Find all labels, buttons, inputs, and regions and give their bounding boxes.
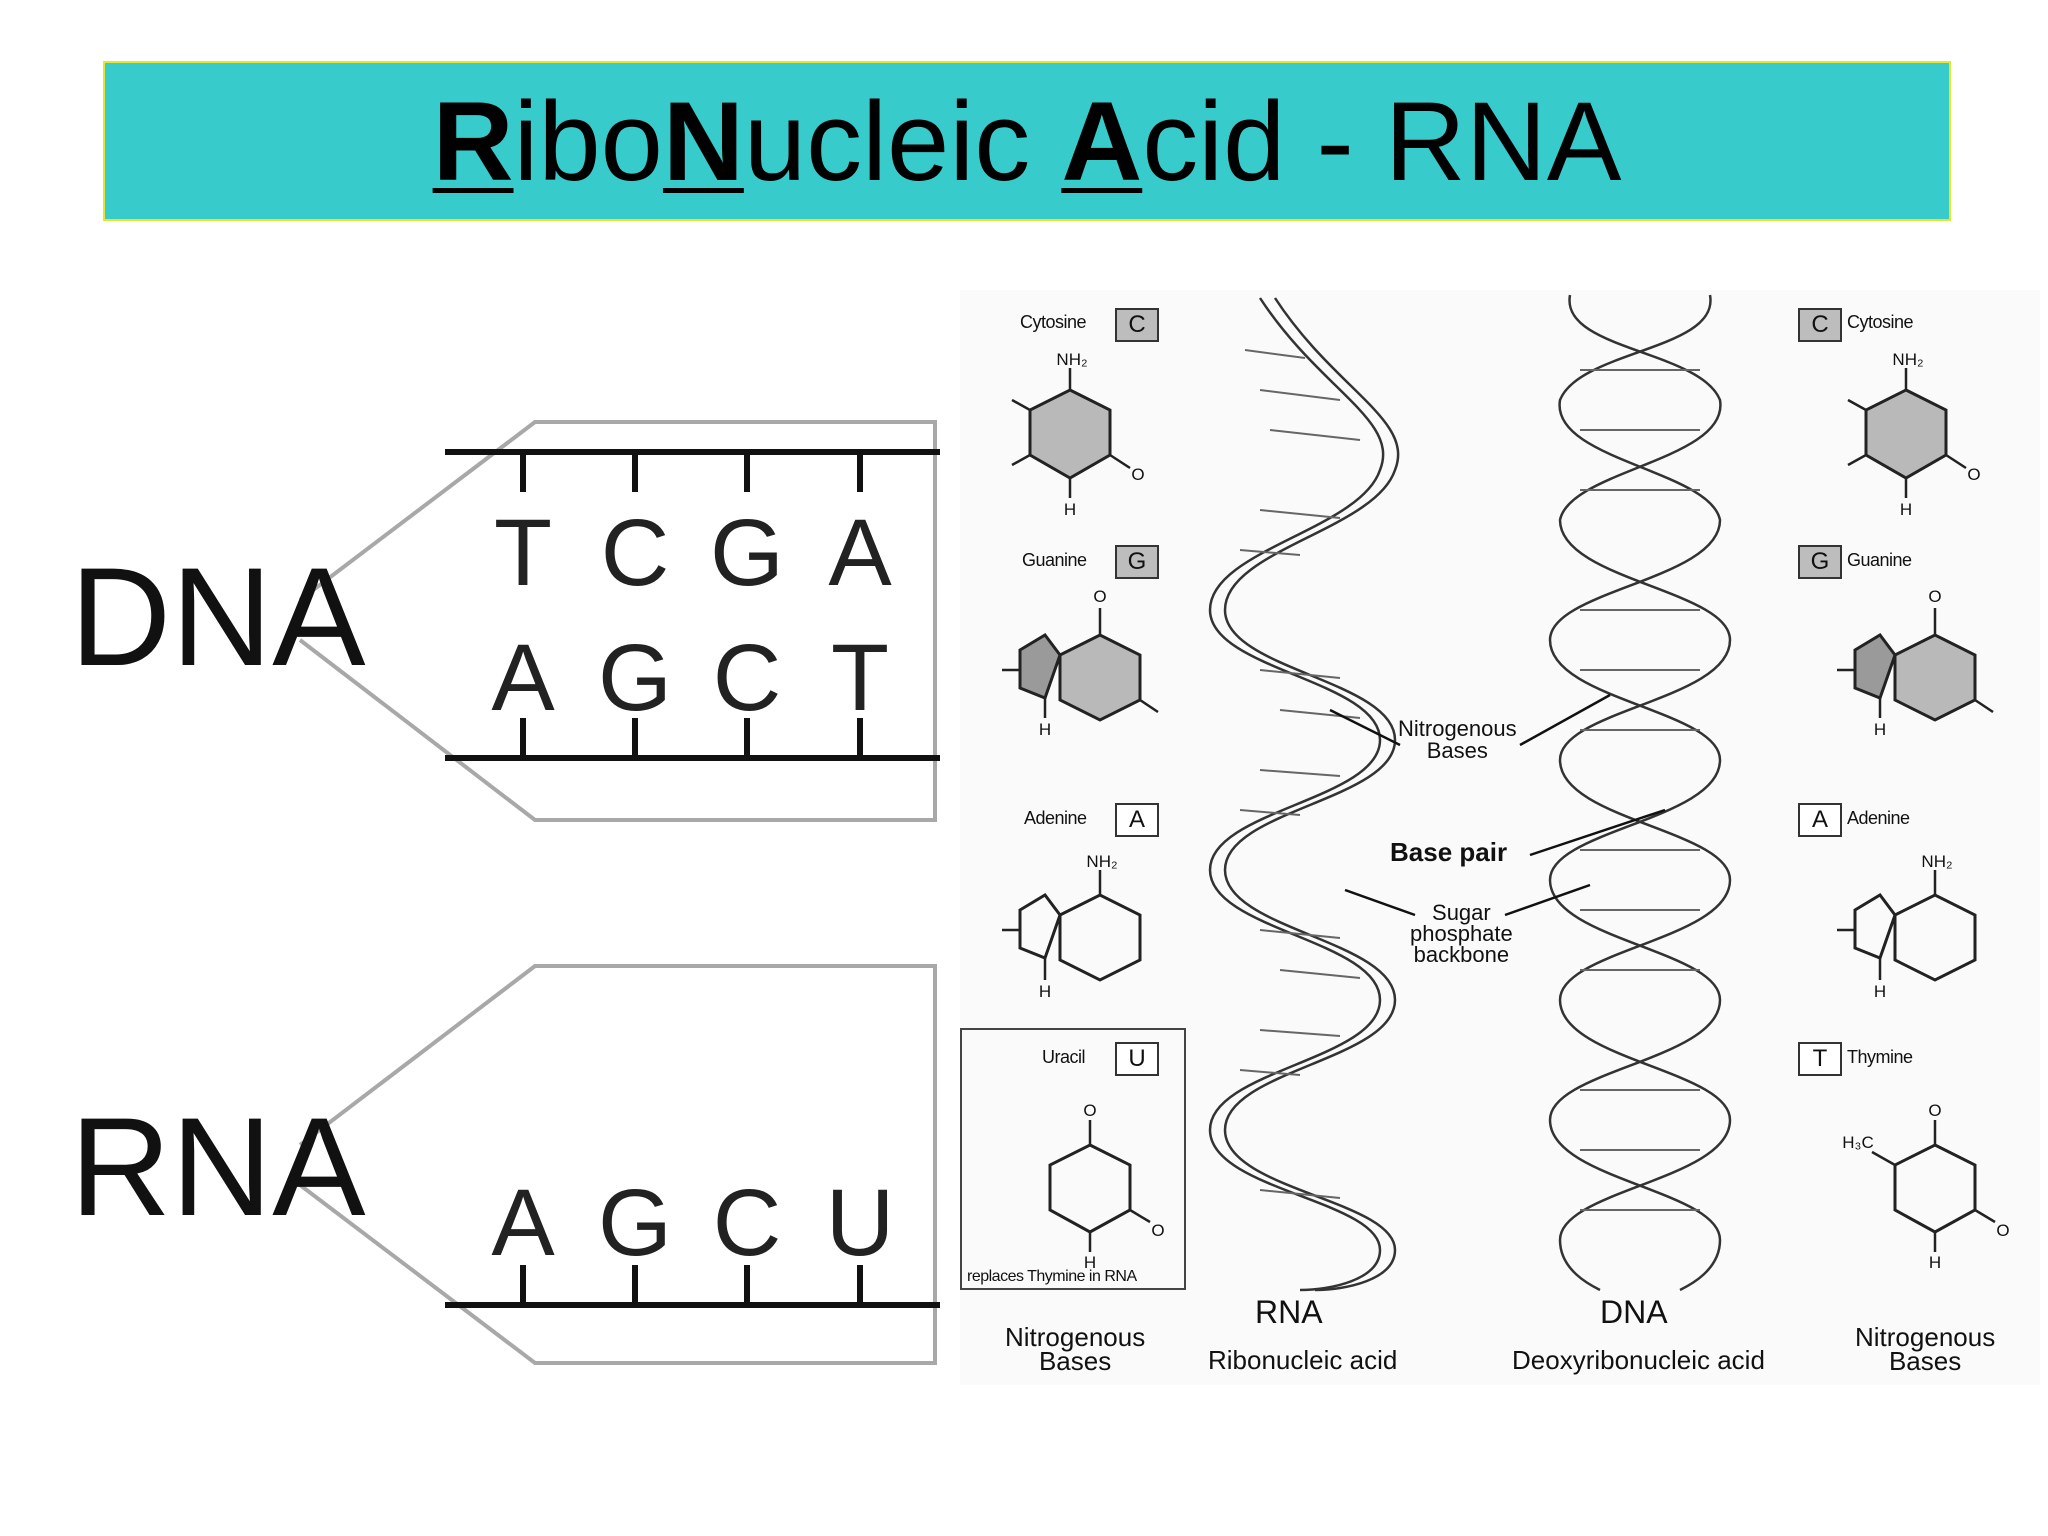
uracil-ring xyxy=(1048,1120,1151,1252)
title-ribo: ibo xyxy=(513,78,663,204)
dna-bottom-base-3: C xyxy=(713,625,782,731)
dna-bottom-base-1: A xyxy=(491,625,555,731)
atom-thymine-o-top: O xyxy=(1928,1101,1941,1120)
guanine-ring-right xyxy=(1837,608,1994,722)
title-n-initial: N xyxy=(662,78,744,204)
atom-thymine-h: H xyxy=(1929,1253,1941,1272)
dna-double-strand xyxy=(445,449,940,761)
atom-thymine-h3c: H₃C xyxy=(1842,1133,1873,1152)
callout-leader-lines xyxy=(1329,693,1666,917)
dna-label: DNA xyxy=(70,538,366,695)
title-ucleic: ucleic xyxy=(743,78,1062,204)
left-base-box-c: C xyxy=(1115,308,1159,342)
right-base-name-thymine: Thymine xyxy=(1847,1047,1913,1067)
callout-nitrogenous-line2: Bases xyxy=(1426,738,1488,763)
cytosine-ring-right xyxy=(1847,368,1967,498)
dna-top-base-2: C xyxy=(601,500,670,606)
callout-backbone-line2: phosphate xyxy=(1410,921,1513,946)
callout-base-pair: Base pair xyxy=(1390,837,1508,867)
dna-helix-subtitle: Deoxyribonucleic acid xyxy=(1512,1345,1765,1375)
left-footer-line1: Nitrogenous xyxy=(1005,1322,1146,1352)
left-footer: Nitrogenous Bases xyxy=(1005,1322,1146,1376)
rna-single-strand xyxy=(445,1265,940,1308)
title-r-initial: R xyxy=(432,78,514,204)
rna-zoom-wedge xyxy=(298,964,937,1365)
atom-guanine-left-h: H xyxy=(1039,720,1051,739)
guanine-ring-left xyxy=(1002,608,1159,722)
dna-top-base-3: G xyxy=(710,500,784,606)
atom-cytosine-right-h: H xyxy=(1900,500,1912,519)
right-base-name-adenine: Adenine xyxy=(1847,808,1910,828)
uracil-frame xyxy=(960,1028,1186,1290)
adenine-ring-right xyxy=(1837,870,1977,982)
atom-cytosine-left-nh2: NH₂ xyxy=(1056,350,1087,369)
rna-base-4: U xyxy=(826,1170,895,1276)
right-base-box-a: A xyxy=(1798,803,1842,837)
dna-rna-sequence-diagram: DNA T C G A A G C T RNA A G C U xyxy=(70,420,940,1365)
rna-label: RNA xyxy=(70,1088,366,1245)
atom-adenine-right-h: H xyxy=(1874,982,1886,1001)
right-footer-line2: Bases xyxy=(1888,1346,1962,1376)
rna-base-1: A xyxy=(491,1170,555,1276)
dna-helix xyxy=(1548,294,1732,1292)
left-base-name-cytosine: Cytosine xyxy=(1020,312,1087,332)
callout-backbone-line1: Sugar xyxy=(1432,900,1491,925)
cytosine-ring-left xyxy=(1011,368,1131,498)
uracil-note: replaces Thymine in RNA xyxy=(967,1268,1137,1285)
rna-base-2: G xyxy=(598,1170,672,1276)
thymine-ring xyxy=(1871,1120,1996,1252)
callout-backbone-line3: backbone xyxy=(1413,942,1510,967)
right-footer-line1: Nitrogenous xyxy=(1855,1322,1996,1352)
left-base-name-uracil: Uracil xyxy=(1042,1047,1086,1067)
rna-helix-rungs xyxy=(1239,349,1361,1199)
rna-dna-structure-figure: Cytosine C Guanine G Adenine A Uracil U … xyxy=(960,290,2040,1385)
adenine-ring-left xyxy=(1002,870,1142,982)
dna-helix-rungs xyxy=(1580,369,1700,1211)
right-base-name-guanine: Guanine xyxy=(1847,550,1912,570)
atom-uracil-o-top: O xyxy=(1083,1101,1096,1120)
atom-guanine-right-h: H xyxy=(1874,720,1886,739)
dna-helix-title: DNA xyxy=(1600,1294,1668,1330)
atom-adenine-left-h: H xyxy=(1039,982,1051,1001)
atom-thymine-o-side: O xyxy=(1996,1221,2009,1240)
atom-cytosine-right-o: O xyxy=(1967,465,1980,484)
rna-base-3: C xyxy=(713,1170,782,1276)
rna-helix-subtitle: Ribonucleic acid xyxy=(1208,1345,1398,1375)
callout-backbone: Sugar phosphate backbone xyxy=(1410,900,1513,967)
atom-cytosine-left-h: H xyxy=(1064,500,1076,519)
right-footer: Nitrogenous Bases xyxy=(1855,1322,1996,1376)
left-base-box-a: A xyxy=(1115,803,1159,837)
atom-cytosine-right-nh2: NH₂ xyxy=(1892,350,1923,369)
dna-bottom-base-2: G xyxy=(598,625,672,731)
callout-nitrogenous-line1: Nitrogenous xyxy=(1398,716,1517,741)
atom-adenine-right-nh2: NH₂ xyxy=(1921,852,1952,871)
dna-bottom-base-4: T xyxy=(831,625,889,731)
rna-helix xyxy=(1208,297,1400,1292)
right-base-name-cytosine: Cytosine xyxy=(1847,312,1914,332)
right-base-box-g: G xyxy=(1798,545,1842,579)
left-base-name-guanine: Guanine xyxy=(1022,550,1087,570)
right-base-box-c: C xyxy=(1798,308,1842,342)
title-a-initial: A xyxy=(1061,78,1143,204)
left-footer-line2: Bases xyxy=(1038,1346,1112,1376)
atom-uracil-h: H xyxy=(1084,1253,1096,1272)
title-cid-rna: cid - RNA xyxy=(1142,78,1622,204)
left-base-box-u: U xyxy=(1115,1042,1159,1076)
atom-cytosine-left-o: O xyxy=(1131,465,1144,484)
dna-top-base-1: T xyxy=(494,500,552,606)
atom-guanine-left-o: O xyxy=(1093,587,1106,606)
dna-top-base-4: A xyxy=(828,500,892,606)
atom-adenine-left-nh2: NH₂ xyxy=(1086,852,1117,871)
rna-helix-title: RNA xyxy=(1255,1294,1323,1330)
left-base-box-g: G xyxy=(1115,545,1159,579)
right-base-box-t: T xyxy=(1798,1042,1842,1076)
atom-guanine-right-o: O xyxy=(1928,587,1941,606)
callout-nitrogenous-bases: Nitrogenous Bases xyxy=(1398,718,1517,762)
left-base-name-adenine: Adenine xyxy=(1024,808,1087,828)
structures-and-helices: NH₂ O H NH₂ O H O H O H NH₂ H NH₂ H O O … xyxy=(1002,294,2010,1292)
atom-uracil-o-side: O xyxy=(1151,1221,1164,1240)
